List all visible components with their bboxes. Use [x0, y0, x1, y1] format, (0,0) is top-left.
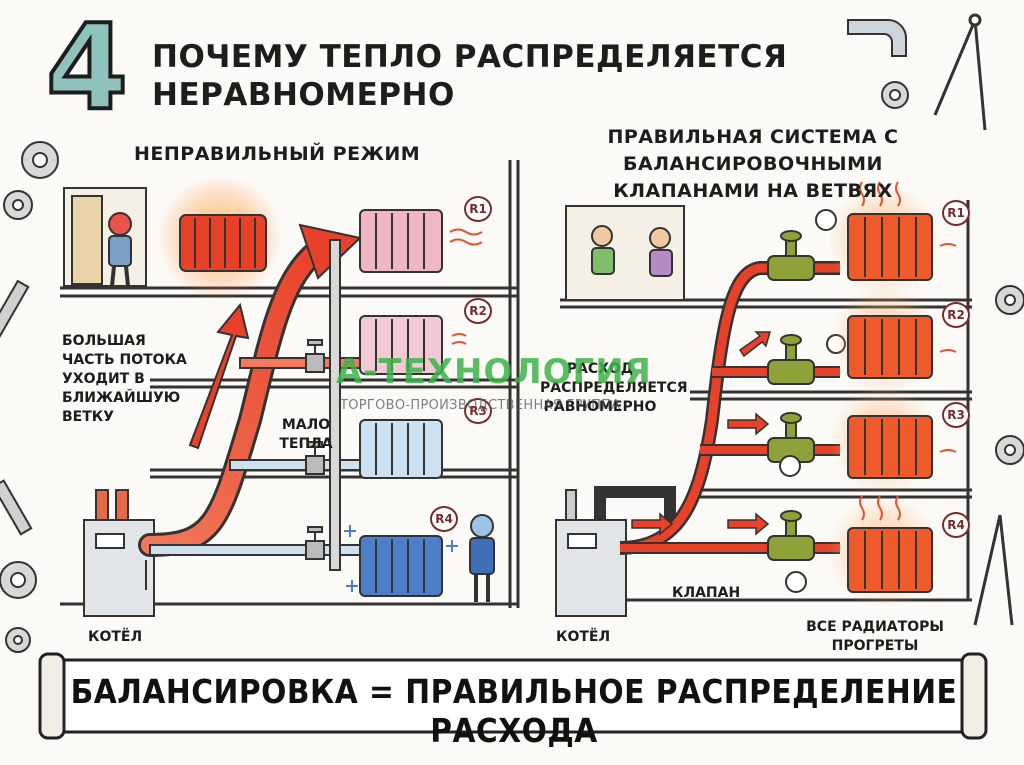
gear-icon: [5, 627, 31, 653]
radiator-label-r1: R1: [464, 196, 492, 222]
balancing-valve-icon: [767, 510, 815, 561]
radiator-label-r3: R3: [942, 402, 970, 428]
big-flow-note: БОЛЬШАЯ ЧАСТЬ ПОТОКА УХОДИТ В БЛИЖАЙШУЮ …: [62, 333, 187, 425]
right-panel-subtitle: ПРАВИЛЬНАЯ СИСТЕМА С БАЛАНСИРОВОЧНЫМИ КЛ…: [607, 126, 899, 202]
radiator-r1-warm: [359, 209, 443, 273]
flow-arrow-icon: [631, 331, 771, 536]
snowflake-icon: [344, 525, 458, 592]
heat-waves-icon: [449, 228, 483, 345]
compass-icon: [933, 13, 987, 131]
screwdriver-icon: [0, 479, 33, 536]
gear-icon: [21, 141, 59, 179]
compass-icon: [973, 514, 1014, 626]
overheated-room: [63, 187, 147, 287]
gear-icon: [0, 561, 37, 599]
radiator-label-r2: R2: [942, 302, 970, 328]
banner-scroll: [38, 652, 988, 740]
happy-people-icon: [591, 225, 673, 277]
page-title: ПОЧЕМУ ТЕПЛО РАСПРЕДЕЛЯЕТСЯ НЕРАВНОМЕРНО: [152, 39, 788, 113]
overheated-radiator: [179, 214, 267, 272]
radiator-label-r3: R3: [464, 398, 492, 424]
gear-icon: [881, 81, 909, 109]
right-boiler: [555, 486, 676, 617]
gear-icon: [995, 285, 1024, 315]
big-flow-arrow-icon: [188, 302, 250, 450]
valve-label: КЛАПАН: [672, 585, 741, 601]
gear-icon: [995, 435, 1024, 465]
radiator-r2-hot: [847, 315, 933, 379]
balancing-valve-icon: [767, 334, 815, 385]
radiator-r3-cool: [359, 419, 443, 479]
pipe-fitting-icon: [847, 19, 907, 57]
gear-icon: [3, 190, 33, 220]
all-heated-label: ВСЕ РАДИАТОРЫ ПРОГРЕТЫ: [806, 619, 944, 654]
radiator-label-r4: R4: [942, 512, 970, 538]
radiator-r1-hot: [847, 213, 933, 281]
balancing-valve-icon: [767, 230, 815, 281]
watermark-tagline: ТОРГОВО-ПРОИЗВОДСТВЕННАЯ ГРУППА: [340, 398, 621, 413]
little-heat-note: МАЛО ТЕПЛА: [279, 417, 333, 452]
right-boiler-label: КОТЁЛ: [556, 629, 611, 645]
stressed-person-icon: [108, 212, 132, 287]
heat-waves-icon: [859, 181, 957, 521]
watermark-brand: А-ТЕХНОЛОГИЯ: [336, 352, 652, 392]
screwdriver-icon: [0, 279, 30, 341]
even-distribution-note: РАСХОД РАСПРЕДЕЛЯЕТСЯ РАВНОМЕРНО: [540, 361, 688, 415]
radiator-label-r1: R1: [942, 200, 970, 226]
left-panel-subtitle: НЕПРАВИЛЬНЫЙ РЕЖИМ: [134, 143, 421, 165]
radiator-r3-hot: [847, 415, 933, 479]
valve-icon: [305, 441, 325, 475]
radiator-r4-hot: [847, 527, 933, 593]
radiator-r4-cold: [359, 535, 443, 597]
banner-text: БАЛАНСИРОВКА = ПРАВИЛЬНОЕ РАСПРЕДЕЛЕНИЕ …: [70, 672, 958, 750]
radiator-label-r4: R4: [430, 506, 458, 532]
valve-icon: [305, 339, 325, 373]
left-boiler-label: КОТЁЛ: [88, 629, 143, 645]
step-number: 4: [44, 0, 130, 136]
cold-person-icon: [469, 514, 495, 602]
balancing-valve-icon: [767, 412, 815, 463]
valve-icon: [305, 526, 325, 560]
radiator-r2-warm: [359, 315, 443, 375]
radiator-label-r2: R2: [464, 298, 492, 324]
